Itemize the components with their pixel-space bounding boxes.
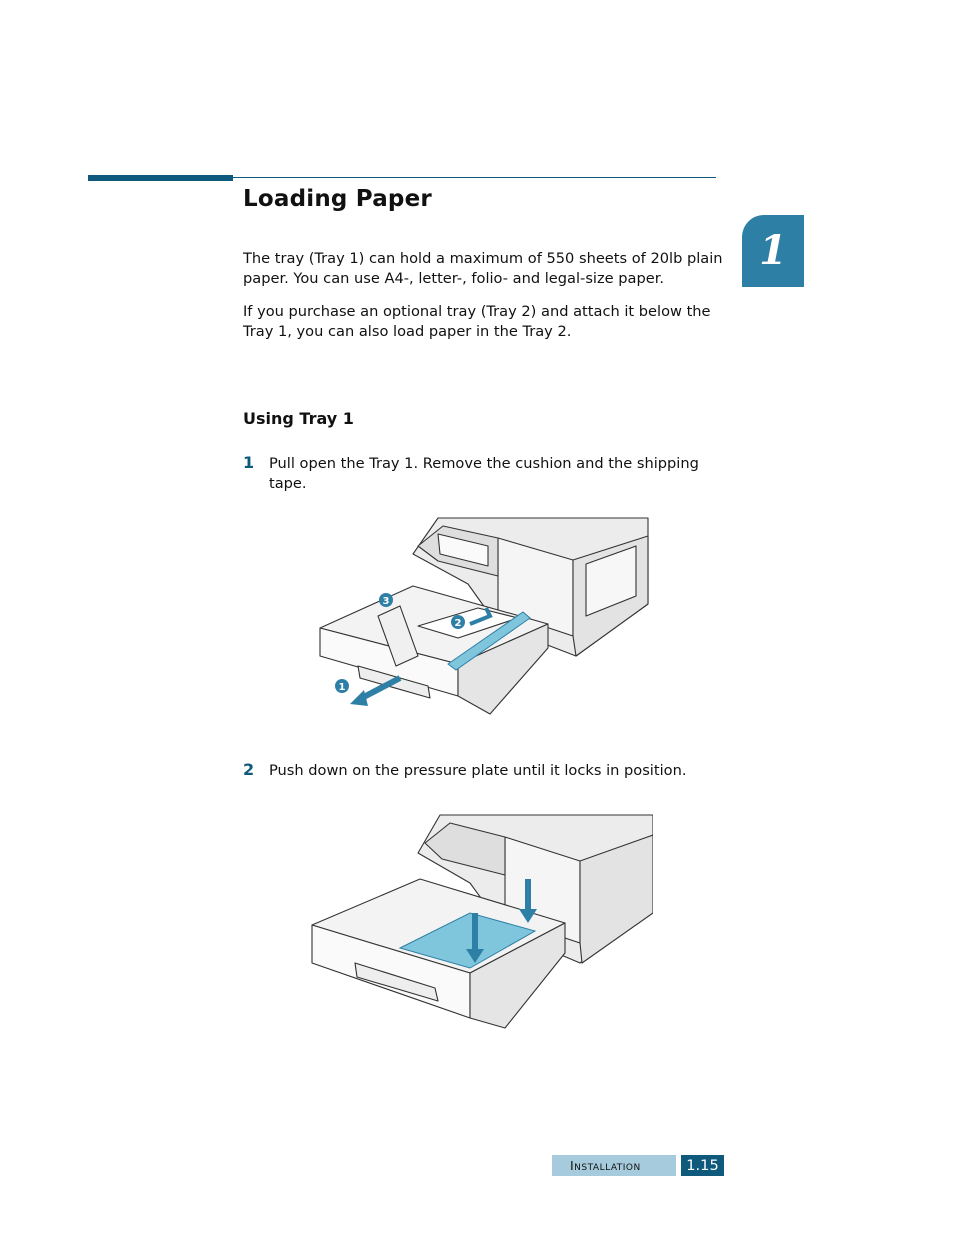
callout-1: 1 [339,682,346,693]
intro-paragraph-1: The tray (Tray 1) can hold a maximum of … [243,250,723,287]
heading-rule-thick [88,175,233,181]
callout-3: 3 [383,596,390,607]
callout-2: 2 [455,618,462,629]
chapter-number: 1 [759,227,787,274]
intro-paragraph-2: If you purchase an optional tray (Tray 2… [243,303,711,340]
chapter-tab: 1 [742,215,804,287]
step-2-text: Push down on the pressure plate until it… [269,762,687,779]
tray-pull-illustration: 1 2 3 [319,517,649,715]
section-subheading: Using Tray 1 [243,409,354,428]
footer-page-number: 1.15 [681,1155,724,1176]
footer-section-label: Installation [552,1155,676,1176]
step-1-text: Pull open the Tray 1. Remove the cushion… [269,455,699,492]
heading-rule-thin [233,177,716,178]
step-2-number: 2 [243,760,255,779]
page-title: Loading Paper [243,186,432,212]
step-1-number: 1 [243,453,255,472]
pressure-plate-illustration [311,814,653,1029]
